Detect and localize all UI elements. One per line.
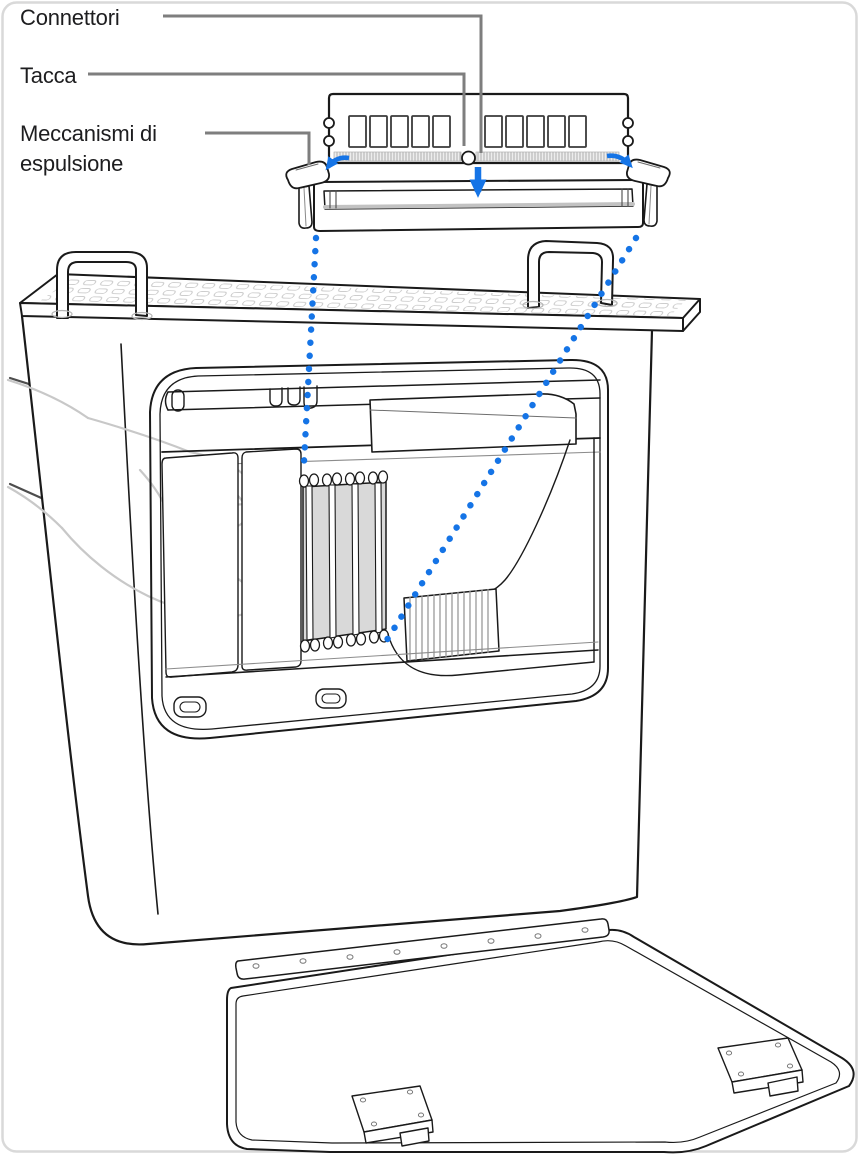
callout-line-ejection [205, 131, 311, 165]
panel-latch-slot-inner [179, 701, 201, 713]
dimm-edge-connectors [333, 151, 620, 162]
bottom-rail [165, 641, 599, 718]
handle-left [56, 251, 148, 319]
panel-latch-slot [173, 696, 207, 718]
callout-label-connectors: Connettori [20, 5, 120, 30]
callout-label-notch: Tacca [20, 63, 77, 88]
chassis-interior [161, 379, 601, 718]
side-opening-frame [149, 358, 609, 740]
dimm-module [323, 92, 634, 166]
latch-cutout [287, 386, 301, 406]
latch-cutout [269, 387, 283, 407]
ejector-lever-right [626, 158, 671, 227]
ejector-open-right-arrow-icon [606, 153, 633, 169]
callout-label-ejection: Meccanismi di espulsione [20, 119, 157, 179]
ejector-open-left-arrow-icon [325, 155, 350, 171]
heatsink-fins [409, 588, 489, 661]
panel-latch-slot-inner [321, 693, 341, 704]
pcie-bay-panels [161, 448, 302, 678]
callout-label-ejection-line1: Meccanismi di [20, 121, 157, 146]
removed-access-panel [226, 918, 855, 1154]
latch-cutout [303, 385, 318, 409]
panel-hinge-bracket [235, 918, 610, 980]
rail-slot-cutout [171, 389, 185, 412]
carry-handles [51, 240, 618, 321]
ram-cover-box [369, 393, 577, 453]
internal-dimm-slots [298, 470, 390, 653]
callout-lines [88, 14, 483, 165]
slot-location-dotted-leader-left [300, 234, 320, 466]
panel-latch-block-left [351, 1085, 434, 1147]
slot-location-leaders [300, 234, 640, 652]
slot-ejector-levers [285, 158, 671, 229]
slot-location-dotted-leader-right [378, 234, 640, 652]
mac-pro-tower [6, 240, 701, 946]
memory-slot [285, 158, 671, 232]
panel-latch-slot [315, 688, 347, 709]
tower-front-left-edge [120, 343, 159, 915]
direction-arrows [325, 153, 633, 198]
panel-inner-line [235, 940, 841, 1144]
dimm-key-notch [461, 150, 476, 166]
heatsink [403, 588, 500, 662]
ejector-lever-left [285, 160, 330, 229]
callout-label-ejection-line2: espulsione [20, 151, 124, 176]
slot-ejector-tabs [298, 470, 390, 653]
dimm-edge-notches [323, 117, 634, 147]
callout-line-notch [88, 72, 466, 146]
callout-line-connectors [163, 14, 483, 153]
tower-body-outline [20, 314, 654, 946]
dimm-memory-chips [348, 115, 587, 148]
panel-latch-block-right [717, 1037, 804, 1097]
